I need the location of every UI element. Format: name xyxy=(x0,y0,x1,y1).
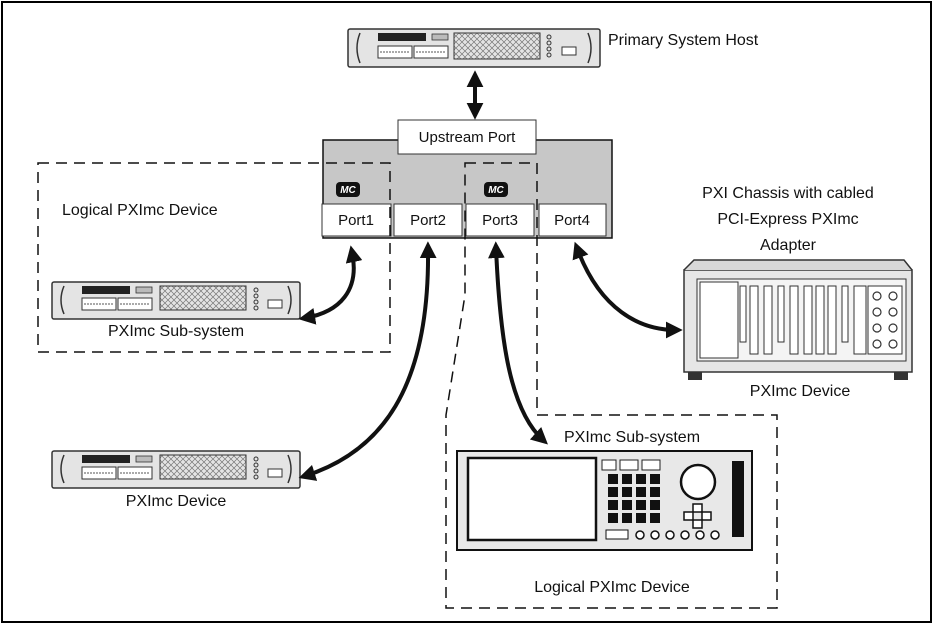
port3-link-arrow xyxy=(488,241,548,445)
instrument-icon xyxy=(456,450,753,551)
port4-box xyxy=(538,203,607,237)
upstream-port-label: Upstream Port xyxy=(419,129,517,146)
primary-host-label: Primary System Host xyxy=(608,32,759,49)
pxi-chassis-icon xyxy=(683,259,913,380)
device-bottom-left-label: PXImc Device xyxy=(126,493,227,510)
chassis-title-line1: PXI Chassis with cabled xyxy=(702,185,874,202)
device-bottom-left-server-icon xyxy=(51,450,301,489)
device-right-label: PXImc Device xyxy=(750,383,851,400)
primary-host-server-icon xyxy=(347,28,601,68)
port1-box xyxy=(321,203,392,237)
port2-box xyxy=(393,203,463,237)
port1-label: Port1 xyxy=(338,212,374,229)
mc-badge-port3: MC xyxy=(484,182,508,197)
port4-label: Port4 xyxy=(554,212,590,229)
logical-device-right-region xyxy=(445,162,778,609)
subsystem-left-server-icon xyxy=(51,281,301,320)
chassis-title-line2: PCI-Express PXImc xyxy=(717,211,858,228)
mc-badge-port1: MC xyxy=(336,182,360,197)
subsystem-right-label: PXImc Sub-system xyxy=(564,429,700,446)
port2-label: Port2 xyxy=(410,212,446,229)
chassis-title-line3: Adapter xyxy=(760,237,817,254)
subsystem-left-label: PXImc Sub-system xyxy=(108,323,244,340)
logical-device-right-label: Logical PXImc Device xyxy=(534,579,690,596)
port3-box xyxy=(465,203,535,237)
logical-device-left-label: Logical PXImc Device xyxy=(62,202,218,219)
port4-link-arrow xyxy=(572,241,683,339)
port3-label: Port3 xyxy=(482,212,518,229)
port2-link-arrow xyxy=(298,241,437,481)
upstream-port-box xyxy=(397,119,537,155)
svg-text:MC: MC xyxy=(340,185,356,196)
svg-text:MC: MC xyxy=(488,185,504,196)
port1-link-arrow xyxy=(298,245,363,325)
